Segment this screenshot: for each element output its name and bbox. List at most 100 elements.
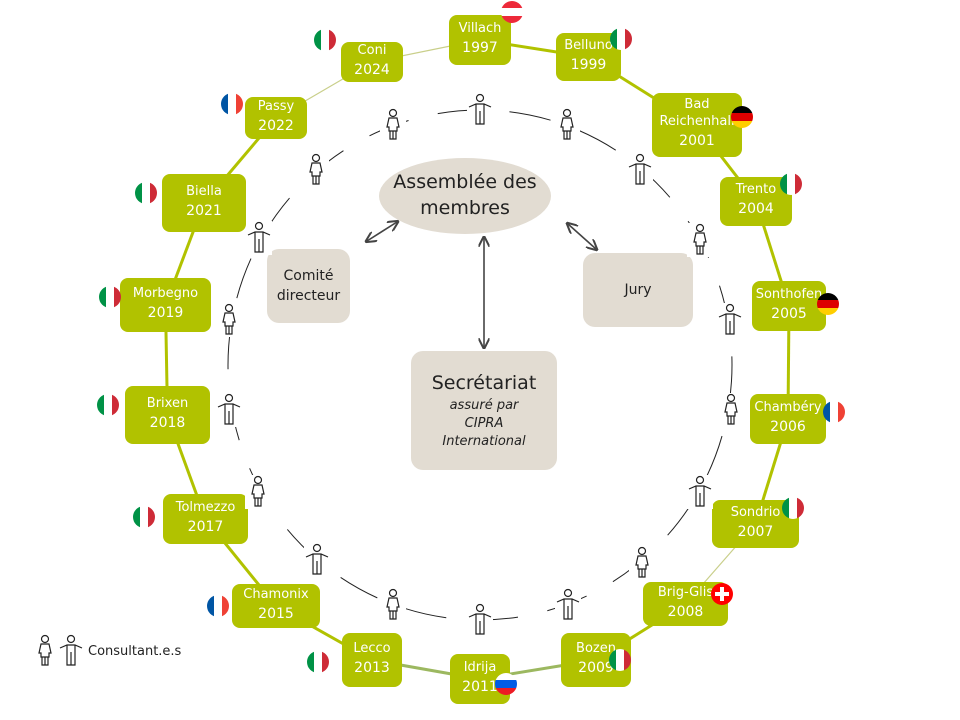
city-name: Brixen [146, 395, 189, 411]
consultant-male-icon [555, 588, 581, 622]
city-year: 2004 [738, 201, 774, 218]
city-year: 1997 [462, 39, 498, 56]
italy-flag-icon [314, 29, 336, 51]
city-year: 2007 [737, 523, 774, 540]
city-name: Morbegno [132, 285, 199, 301]
consultant-female-icon [629, 546, 655, 580]
city-year: 2001 [679, 133, 715, 150]
italy-flag-icon [609, 649, 631, 671]
consultant-female-icon [32, 634, 58, 668]
france-flag-icon [823, 401, 845, 423]
city-node-villach: Villach 1997 [449, 15, 511, 65]
consultant-male-icon [58, 634, 84, 668]
committee-node: Comité directeur [267, 249, 350, 323]
city-year: 2015 [258, 605, 294, 622]
france-flag-icon [221, 93, 243, 115]
slovenia-flag-icon [495, 673, 517, 695]
secretariat-sub1: assuré par [449, 397, 519, 413]
switzerland-flag-icon [711, 583, 733, 605]
jury-node: Jury [583, 253, 693, 327]
city-name: Villach [458, 20, 502, 36]
city-year: 2013 [354, 659, 390, 676]
city-name: Biella [186, 183, 222, 199]
city-year: 2017 [187, 518, 224, 535]
italy-flag-icon [782, 497, 804, 519]
city-year: 2005 [771, 305, 807, 322]
italy-flag-icon [99, 286, 121, 308]
italy-flag-icon [780, 173, 802, 195]
city-year: 2024 [354, 61, 390, 78]
assembly-label: Assemblée des membres [393, 171, 537, 219]
secretariat-title: Secrétariat [431, 371, 537, 394]
france-flag-icon [207, 595, 229, 617]
germany-flag-icon [731, 106, 753, 128]
city-year: 2021 [186, 202, 222, 219]
city-name: Sonthofen [755, 286, 823, 302]
italy-flag-icon [135, 182, 157, 204]
germany-flag-icon [817, 293, 839, 315]
city-year: 2018 [149, 414, 186, 431]
consultant-female-icon [718, 393, 744, 427]
secretariat-sub3: International [442, 433, 526, 449]
city-name: Bad Reichenhall [659, 97, 735, 130]
consultant-female-icon [245, 475, 271, 509]
city-node-coni: Coni 2024 [341, 42, 403, 82]
italy-flag-icon [307, 651, 329, 673]
italy-flag-icon [610, 28, 632, 50]
city-name: Coni [357, 42, 387, 58]
italy-flag-icon [97, 394, 119, 416]
city-node-morbegno: Morbegno 2019 [120, 278, 211, 332]
city-node-passy: Passy 2022 [245, 97, 307, 139]
secretariat-node: Secrétariat assuré par CIPRA Internation… [411, 351, 557, 470]
secretariat-sub2: CIPRA [464, 415, 504, 431]
assembly-node: Assemblée des membres [379, 158, 551, 234]
city-year: 1999 [570, 56, 607, 73]
consultant-female-icon [687, 223, 713, 257]
consultant-male-icon [304, 543, 330, 577]
city-name: Bozen [576, 640, 616, 656]
city-name: Brig-Glis [657, 584, 714, 600]
italy-flag-icon [133, 506, 155, 528]
committee-label-line1: Comité [283, 267, 334, 284]
city-name: Chambéry [754, 399, 822, 415]
city-node-sonthofen: Sonthofen 2005 [752, 281, 826, 331]
city-name: Trento [735, 182, 777, 198]
legend-label: Consultant.e.s [88, 643, 182, 659]
city-node-brixen: Brixen 2018 [125, 386, 210, 444]
consultant-female-icon [216, 303, 242, 337]
city-year: 2011 [462, 678, 498, 695]
consultant-male-icon [687, 475, 713, 509]
city-name: Sondrio [730, 504, 781, 520]
consultant-male-icon [246, 221, 272, 255]
consultant-male-icon [717, 303, 743, 337]
consultant-male-icon [467, 603, 493, 637]
city-name: Idrija [463, 659, 497, 675]
city-name: Passy [257, 98, 295, 114]
city-year: 2019 [147, 304, 184, 321]
city-name: Lecco [353, 640, 391, 656]
consultant-male-icon [216, 393, 242, 427]
city-node-biella: Biella 2021 [162, 174, 246, 232]
city-year: 2022 [258, 117, 294, 134]
consultant-female-icon [303, 153, 329, 187]
city-node-chamb-ry: Chambéry 2006 [750, 394, 826, 444]
city-name: Belluno [564, 37, 613, 53]
city-name: Chamonix [243, 586, 309, 602]
consultant-female-icon [380, 588, 406, 622]
legend: Consultant.e.s [32, 634, 181, 668]
city-year: 2006 [770, 418, 806, 435]
consultant-male-icon [467, 93, 493, 127]
arrow-committee-assembly [367, 222, 397, 241]
committee-label-line2: directeur [276, 288, 341, 304]
consultant-female-icon [554, 108, 580, 142]
city-node-bad-reichenhall: Bad Reichenhall 2001 [652, 93, 742, 157]
city-year: 2009 [578, 659, 614, 676]
austria-flag-icon [501, 1, 523, 23]
city-node-lecco: Lecco 2013 [342, 633, 402, 687]
consultant-male-icon [627, 153, 653, 187]
city-node-chamonix: Chamonix 2015 [232, 584, 320, 628]
arrow-jury-assembly [568, 224, 596, 249]
consultant-female-icon [380, 108, 406, 142]
